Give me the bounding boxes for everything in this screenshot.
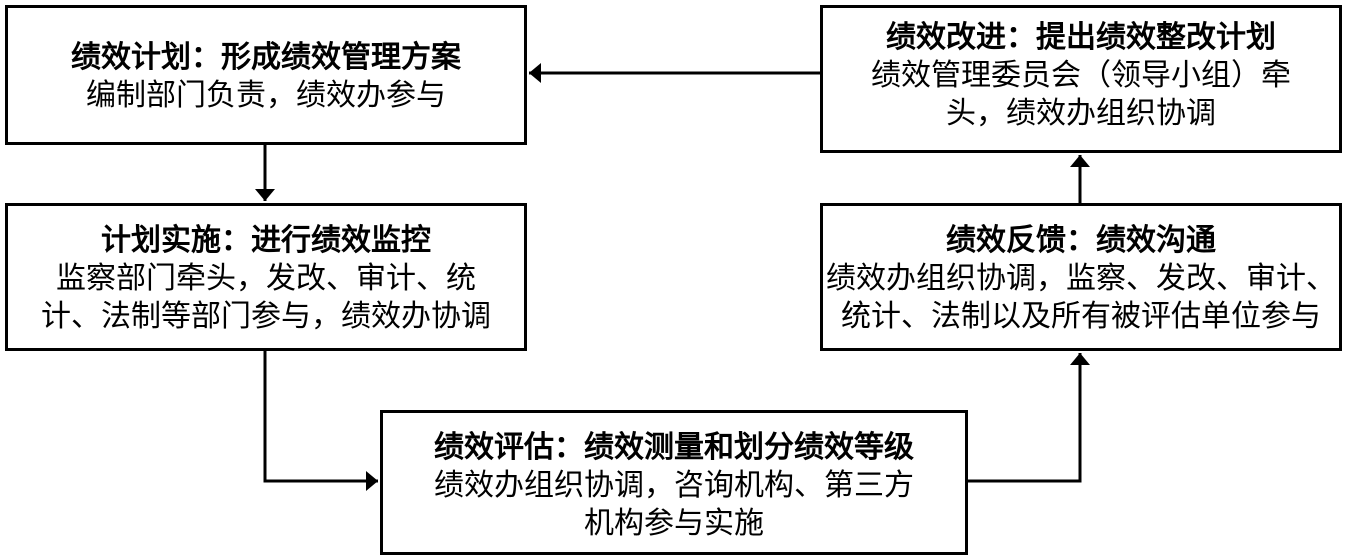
node-title: 绩效评估：绩效测量和划分绩效等级 (434, 430, 914, 465)
node-body: 绩效管理委员会（领导小组）牵 头，绩效办组织协调 (871, 58, 1291, 131)
node-performance-plan: 绩效计划：形成绩效管理方案 编制部门负责，绩效办参与 (5, 5, 527, 145)
arrow-evaluate-to-feedback (968, 353, 1090, 483)
node-body: 编制部门负责，绩效办参与 (86, 78, 446, 113)
node-title: 绩效反馈：绩效沟通 (946, 223, 1216, 258)
node-title: 绩效改进：提出绩效整改计划 (886, 20, 1276, 55)
node-title: 绩效计划：形成绩效管理方案 (71, 40, 461, 75)
node-performance-improvement: 绩效改进：提出绩效整改计划 绩效管理委员会（领导小组）牵 头，绩效办组织协调 (820, 5, 1342, 153)
arrow-implement-to-evaluate (263, 351, 378, 491)
node-plan-implementation: 计划实施：进行绩效监控 监察部门牵头，发改、审计、统 计、法制等部门参与，绩效办… (5, 203, 527, 351)
node-body: 监察部门牵头，发改、审计、统 计、法制等部门参与，绩效办协调 (41, 261, 491, 334)
node-body: 绩效办组织协调，咨询机构、第三方 机构参与实施 (434, 468, 914, 541)
node-title: 计划实施：进行绩效监控 (101, 223, 431, 258)
node-performance-evaluation: 绩效评估：绩效测量和划分绩效等级 绩效办组织协调，咨询机构、第三方 机构参与实施 (380, 410, 968, 555)
node-body: 绩效办组织协调，监察、发改、审计、 统计、法制以及所有被评估单位参与 (826, 261, 1336, 334)
node-performance-feedback: 绩效反馈：绩效沟通 绩效办组织协调，监察、发改、审计、 统计、法制以及所有被评估… (820, 203, 1342, 351)
